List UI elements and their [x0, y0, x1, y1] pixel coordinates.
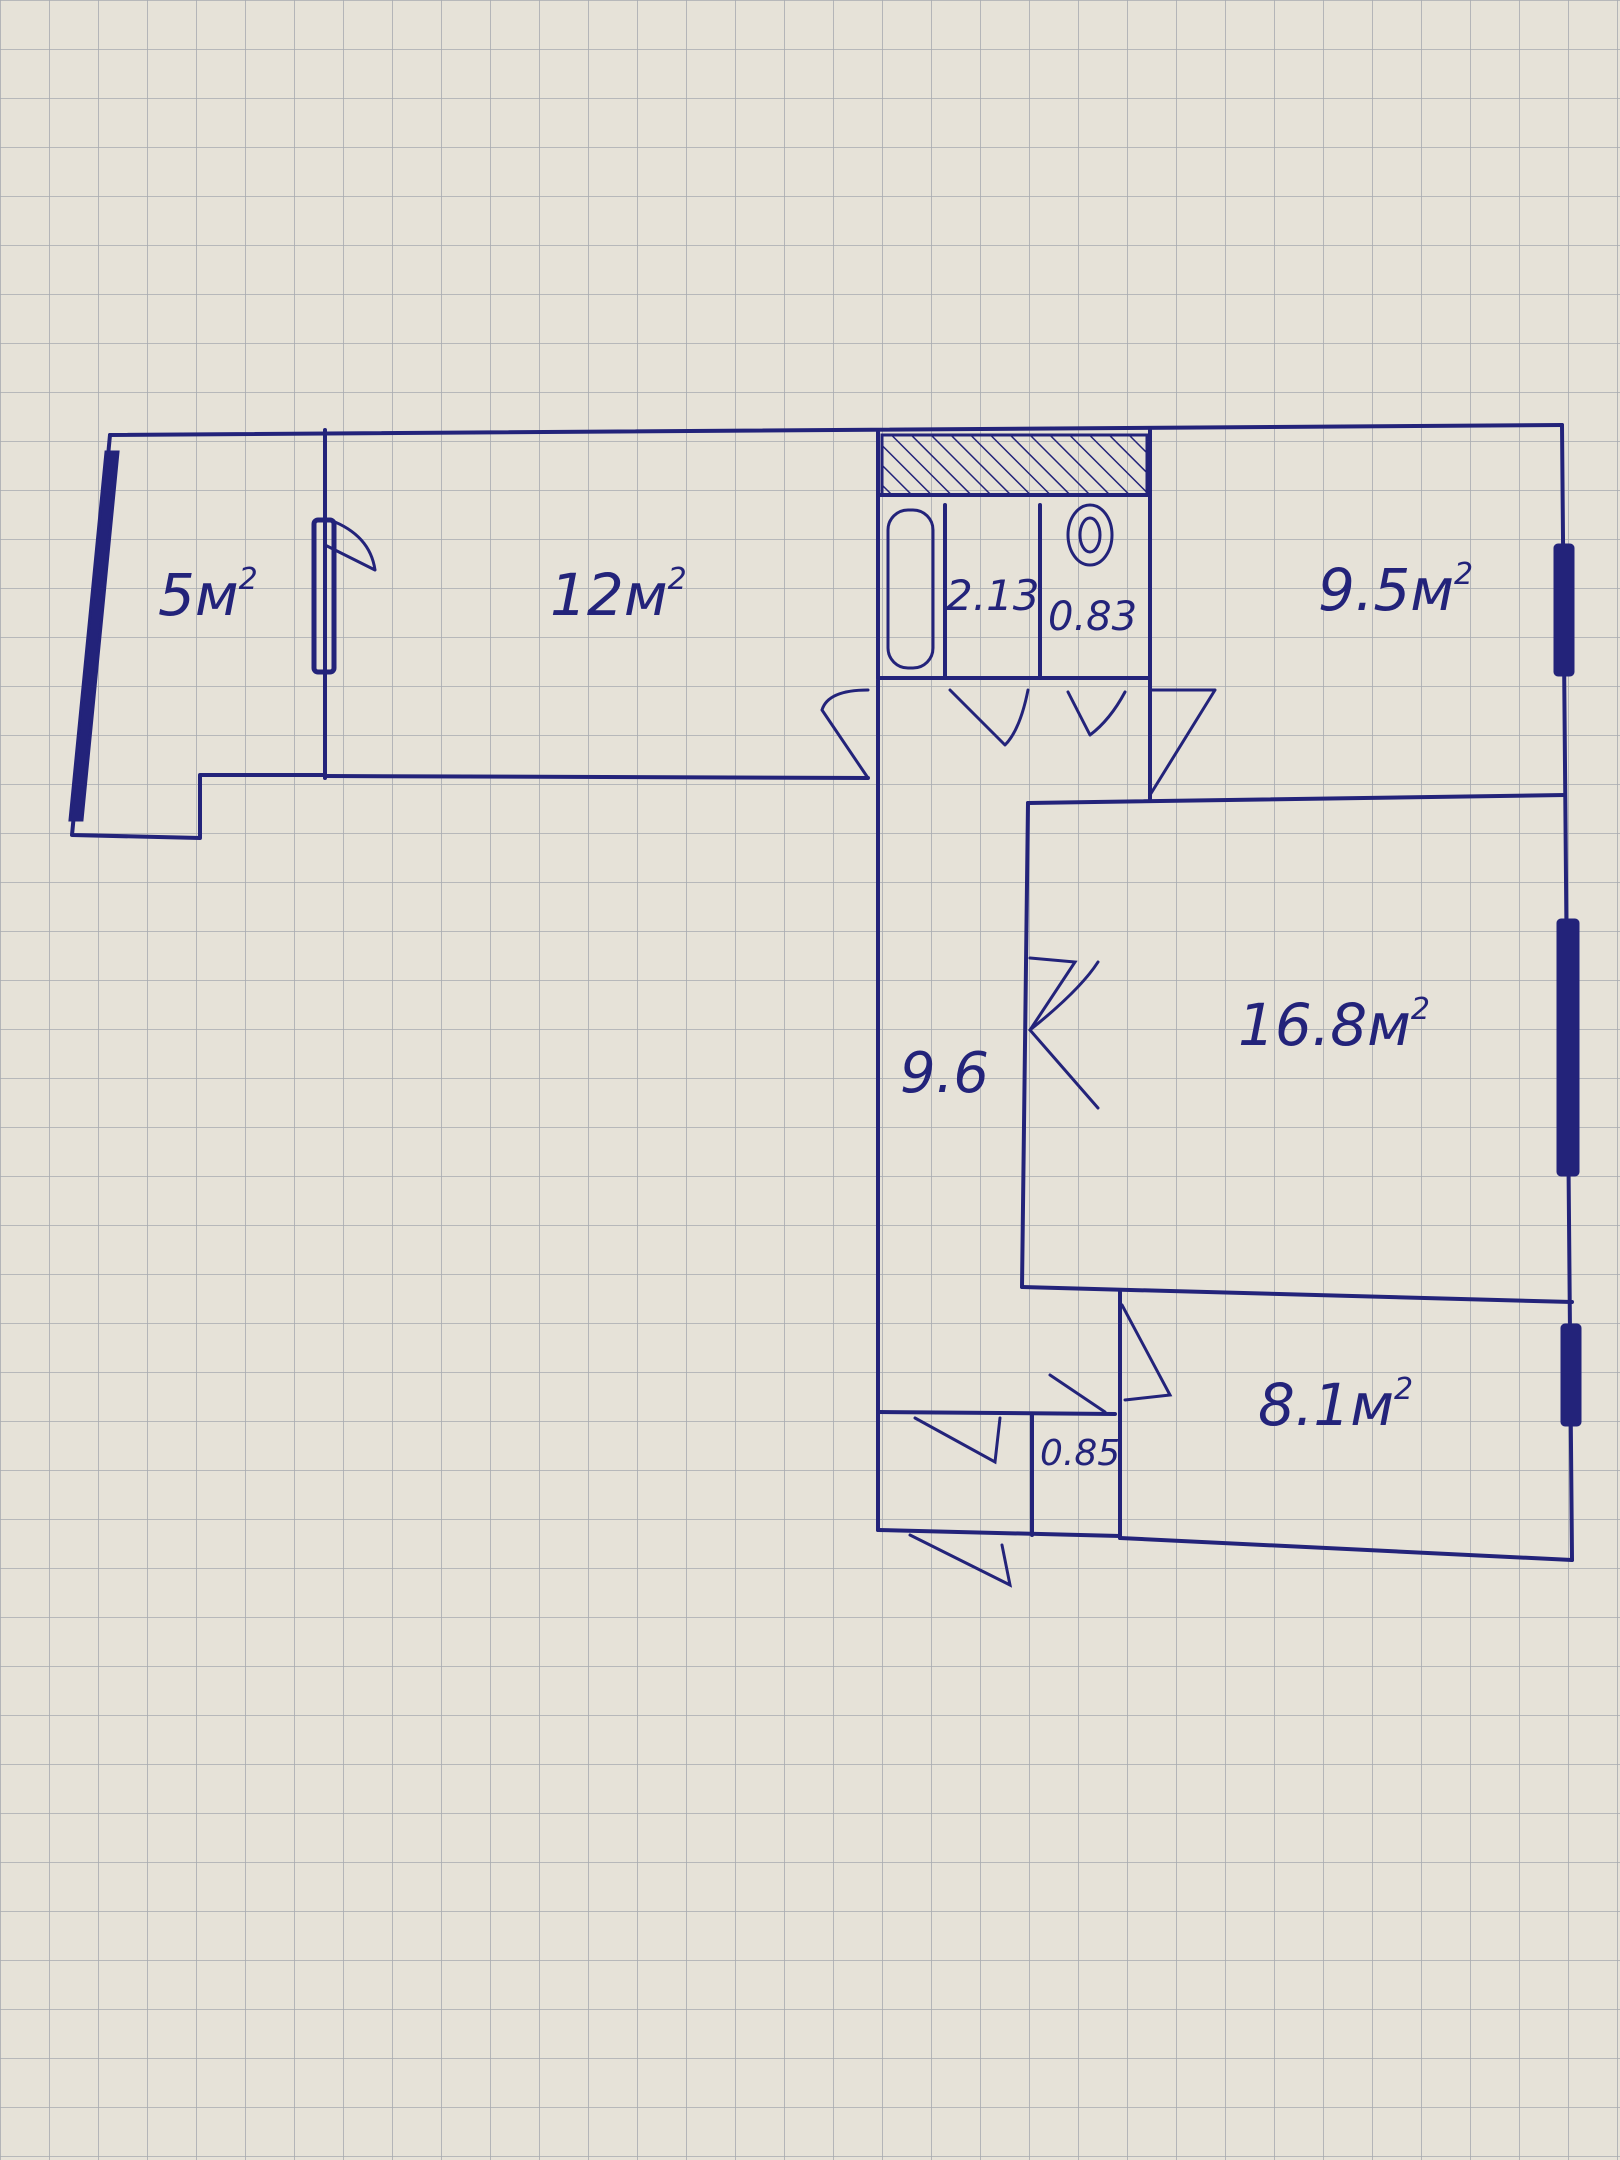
bathroom-area-label: 2.13 — [946, 571, 1040, 620]
toilet-area-label: 0.83 — [1048, 594, 1137, 640]
fixtures — [886, 503, 1114, 670]
ventilation-shaft — [880, 433, 1149, 497]
kitchen-area-label: 12м2 — [550, 561, 687, 629]
balcony-area-label: 5м2 — [158, 561, 258, 629]
hallway-area-label: 9.6 — [900, 1041, 989, 1106]
bathtub-icon — [886, 508, 935, 670]
small-bedroom-area-label: 9.5м2 — [1318, 556, 1473, 624]
room-labels: 5м2 12м2 2.13 0.83 9.5м2 9.6 16.8м2 0.85… — [158, 556, 1473, 1474]
toilet-icon — [1066, 503, 1114, 567]
living-room-area-label: 16.8м2 — [1238, 991, 1430, 1059]
windows — [68, 450, 1582, 1427]
bedroom-area-label: 8.1м2 — [1258, 1371, 1413, 1439]
closet-area-label: 0.85 — [1040, 1433, 1120, 1474]
door-swings — [323, 518, 1217, 1588]
